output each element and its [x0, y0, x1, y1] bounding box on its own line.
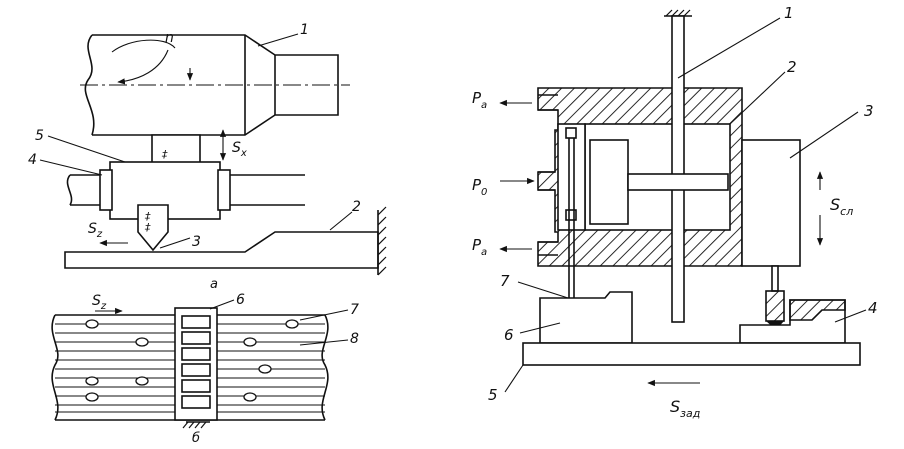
label-3-left: 3 — [192, 234, 201, 250]
slide-3 — [741, 139, 801, 330]
label-6-right: 6 — [504, 326, 514, 344]
multi-bar-stack — [51, 299, 349, 429]
label-8-left: 8 — [350, 331, 359, 347]
caption-b: б — [192, 431, 200, 446]
caption-a: а — [210, 277, 218, 292]
label-2-right: 2 — [787, 58, 797, 76]
label-pa-top: Pa — [472, 89, 487, 111]
label-7-right: 7 — [500, 272, 510, 290]
workpiece-4 — [739, 299, 846, 344]
label-4-left: 4 — [28, 152, 37, 168]
template-6 — [539, 291, 633, 344]
label-6-left: 6 — [236, 292, 245, 308]
label-1-left: 1 — [300, 22, 309, 38]
ports — [499, 94, 558, 256]
label-1-right: 1 — [784, 4, 794, 22]
label-sz-upper: Sz — [88, 221, 103, 240]
label-sx: Sx — [232, 140, 247, 159]
label-5-left: 5 — [35, 128, 44, 144]
central-rod — [627, 15, 729, 323]
leader-1 — [257, 33, 299, 47]
leaders-left — [39, 135, 353, 249]
lower-tool: ‡ ‡ — [137, 204, 169, 252]
label-7-left: 7 — [350, 302, 359, 318]
svg-text:‡: ‡ — [144, 210, 151, 223]
piston-block — [589, 139, 629, 225]
label-s-zad: Sзад — [670, 397, 700, 420]
leaders-right — [504, 17, 867, 393]
svg-text:‡: ‡ — [161, 148, 168, 161]
label-n: n — [165, 30, 174, 46]
label-sz-lower: Sz — [92, 293, 107, 312]
top-mount — [664, 9, 692, 17]
workpiece-shaft — [80, 34, 350, 136]
label-3-right: 3 — [864, 102, 874, 120]
tool-bar — [66, 161, 305, 220]
label-2-left: 2 — [352, 199, 361, 215]
valve-spool — [565, 127, 577, 298]
right-figure: Pa P0 Pa 1 2 3 4 5 6 7 Sсл Sзад — [472, 4, 878, 420]
label-pa-bottom: Pa — [472, 236, 487, 258]
label-5-right: 5 — [488, 386, 498, 404]
svg-text:‡: ‡ — [144, 221, 151, 234]
label-s-cl: Sсл — [830, 195, 853, 218]
cantilever-plate — [64, 206, 387, 276]
base-plate — [522, 342, 861, 366]
label-p0: P0 — [472, 176, 487, 198]
left-figure: ‡ ‡ ‡ ‡ — [28, 22, 387, 446]
label-4-right: 4 — [868, 299, 878, 317]
